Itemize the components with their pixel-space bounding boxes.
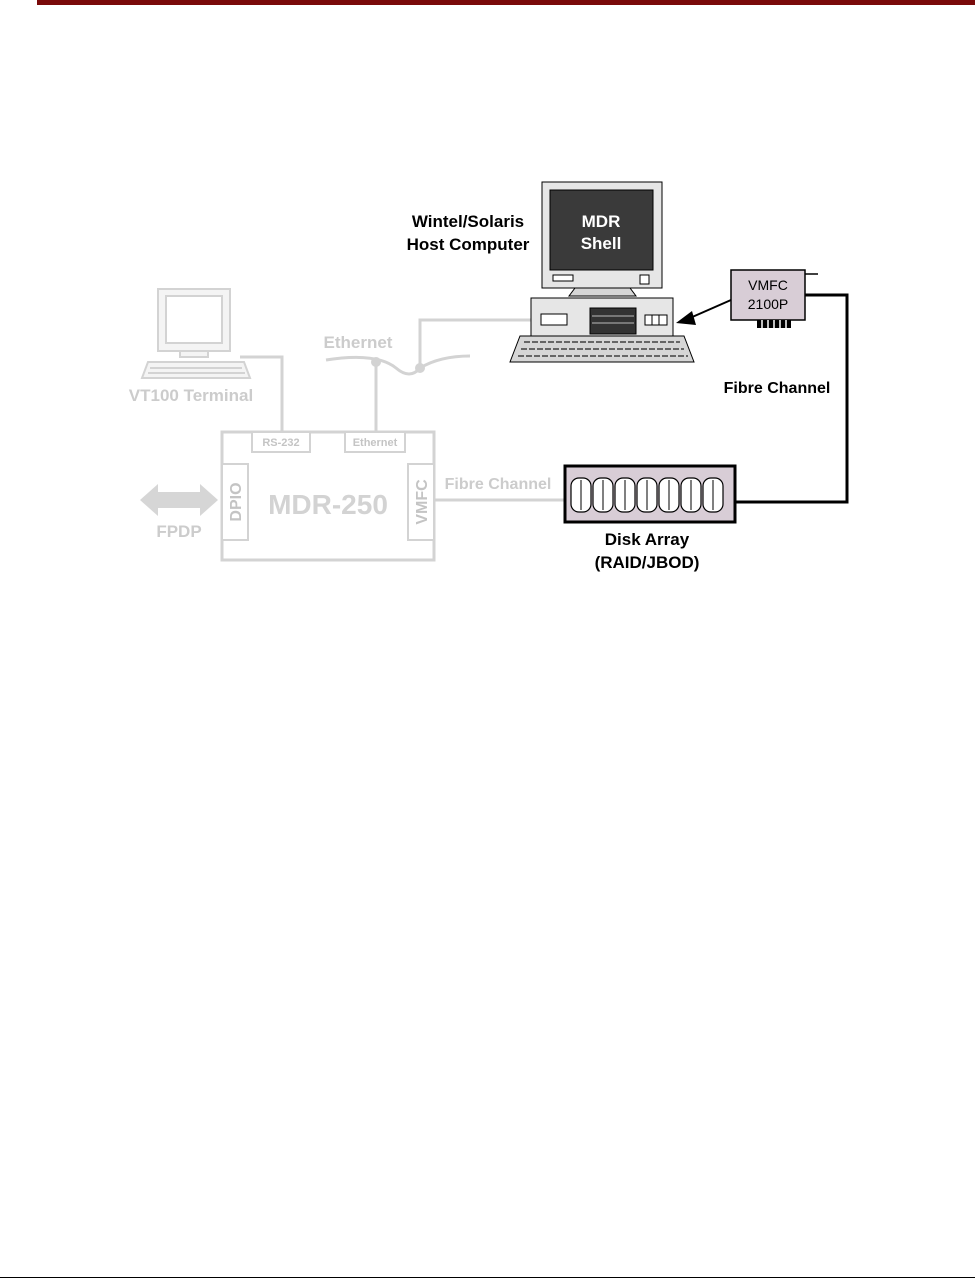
card-to-host-arrow-line bbox=[689, 299, 732, 319]
ethernet-junction-a bbox=[371, 357, 381, 367]
fpdp-double-arrow-icon bbox=[140, 484, 218, 516]
fibre-channel-link bbox=[735, 293, 849, 504]
disk-array-label-line2: (RAID/JBOD) bbox=[595, 553, 700, 572]
disk-array-label-line1: Disk Array bbox=[605, 530, 690, 549]
mdr250-rs232-port: RS-232 bbox=[262, 437, 299, 449]
host-label-line1: Wintel/Solaris bbox=[412, 212, 524, 231]
fibre-channel-host-label: Fibre Channel bbox=[724, 380, 831, 397]
mdr250-title: MDR-250 bbox=[268, 489, 388, 520]
ethernet-junction-b bbox=[415, 363, 425, 373]
vt100-terminal-icon bbox=[140, 288, 252, 379]
mdr250-dpio-port: DPIO bbox=[228, 482, 245, 521]
mdr250-ethernet-port: Ethernet bbox=[353, 437, 398, 449]
vmfc-card-line1: VMFC bbox=[748, 277, 788, 293]
host-screen-line2: Shell bbox=[581, 234, 622, 253]
host-screen-line1: MDR bbox=[582, 212, 621, 231]
card-to-host-arrow-head-icon bbox=[676, 311, 696, 325]
mdr250-vmfc-port: VMFC bbox=[414, 479, 431, 525]
mdr250-fibre-channel-label: Fibre Channel bbox=[445, 476, 552, 493]
fpdp-label: FPDP bbox=[156, 522, 201, 541]
host-computer-icon bbox=[509, 181, 695, 363]
ethernet-label: Ethernet bbox=[324, 333, 393, 352]
mdr250-box bbox=[220, 430, 436, 562]
disk-array-icon bbox=[563, 464, 737, 524]
vmfc-card-icon bbox=[730, 269, 818, 328]
vmfc-card-line2: 2100P bbox=[748, 296, 788, 312]
header-rule bbox=[37, 0, 975, 5]
footer-rule bbox=[0, 1277, 975, 1278]
faded-wiring bbox=[240, 318, 565, 502]
host-label-line2: Host Computer bbox=[407, 235, 530, 254]
vt100-label: VT100 Terminal bbox=[129, 386, 253, 405]
